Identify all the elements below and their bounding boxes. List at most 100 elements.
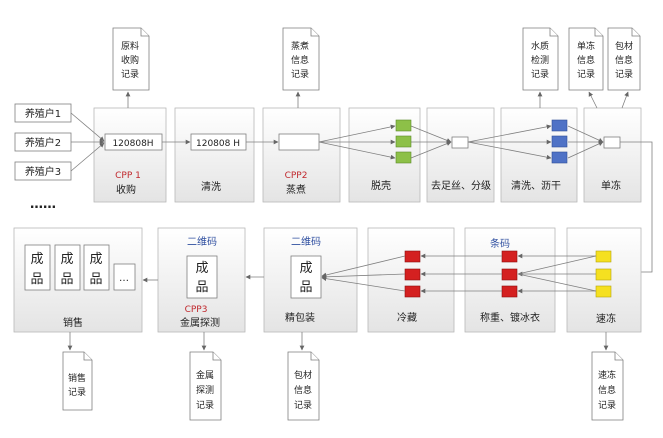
product-char: 成 (299, 261, 312, 276)
record-sales: 销售 记录 (62, 332, 93, 411)
product-char: 品 (60, 272, 73, 287)
product-char: 品 (89, 272, 102, 287)
stage-fine-pack: 二维码 成 品 精包装 (263, 227, 358, 333)
farmer-label: 养殖户2 (25, 136, 61, 149)
top-flow-arrows (162, 124, 653, 275)
batch-code: 120808 H (196, 139, 240, 149)
shelling-batch-mark (395, 151, 412, 164)
record-line: 记录 (615, 69, 633, 80)
stage-steaming: CPP2 蒸煮 (262, 107, 341, 203)
product-char: 成 (195, 261, 208, 276)
record-line: 速冻 (598, 369, 616, 381)
shelling-batch-mark (395, 135, 412, 148)
record-line: 记录 (531, 69, 549, 80)
product-char: 成 (30, 252, 43, 267)
record-line: 记录 (121, 69, 139, 80)
stage-label: 称重、镀冰衣 (480, 311, 540, 324)
red-markers-weigh (501, 250, 518, 298)
record-line: 包材 (615, 40, 633, 52)
record-water: 水质 检测 记录 (522, 27, 559, 108)
stage-label: 单冻 (601, 179, 621, 192)
stage-washing: 120808 H 清洗 (174, 107, 255, 203)
product-char: 品 (299, 280, 312, 295)
product-char: 成 (89, 252, 102, 267)
stage-label: 冷藏 (397, 311, 417, 324)
record-line: 检测 (531, 54, 549, 66)
blue-markers (551, 119, 568, 164)
farmer-arrows (70, 112, 105, 172)
more-farmers: …… (30, 197, 56, 212)
record-line: 记录 (196, 400, 214, 411)
freeze-batch-mark (595, 285, 612, 298)
stage-metal-detect: 二维码 成 品 CPP3 金属探测 (157, 227, 246, 333)
stage-receiving: 120808H CPP 1 收购 (93, 107, 167, 203)
cpp-label: CPP 1 (115, 171, 141, 181)
record-line: 包材 (294, 369, 312, 381)
record-line: 金属 (196, 369, 214, 381)
drain-batch-mark (551, 135, 568, 148)
stage-label: 金属探测 (180, 316, 220, 329)
more-products-box (113, 263, 136, 291)
batch-code-box (278, 133, 320, 151)
record-metal: 金属 探测 记录 (189, 332, 222, 421)
green-markers (395, 119, 412, 164)
stage-label: 清洗 (201, 180, 221, 193)
product-char: 品 (30, 272, 43, 287)
record-steam: 蒸煮 信息 记录 (282, 27, 320, 108)
stage-label: 销售 (63, 316, 83, 329)
record-line: 记录 (291, 69, 309, 80)
record-line: 信息 (615, 54, 633, 66)
stage-label: 精包装 (285, 311, 315, 324)
drain-batch-mark (551, 119, 568, 132)
stage-label: 脱壳 (371, 179, 391, 192)
record-line: 原料 (121, 40, 139, 52)
record-single-freeze: 单冻 信息 记录 (568, 27, 604, 109)
stage-sales: 成 品 成 品 成 品 … 销售 (13, 227, 143, 333)
farmer-list: 养殖户1 养殖户2 养殖户3 …… (14, 103, 72, 212)
stage-label: 蒸煮 (286, 184, 306, 196)
farmer-label: 养殖户1 (25, 107, 61, 120)
record-purchase: 原料 收购 记录 (112, 27, 150, 108)
product-char: 品 (195, 280, 208, 295)
record-line: 信息 (294, 384, 312, 396)
cold-batch-mark (404, 285, 421, 298)
batch-code-box (603, 136, 621, 149)
farmer-label: 养殖户3 (25, 165, 61, 178)
product-box (290, 255, 322, 299)
yellow-markers (595, 250, 612, 298)
product-box (24, 244, 51, 291)
qr-code-label: 二维码 (187, 235, 217, 248)
record-line: 信息 (577, 54, 595, 66)
record-line: 记录 (598, 400, 616, 411)
cold-batch-mark (404, 250, 421, 263)
weigh-batch-mark (501, 285, 518, 298)
record-packaging-top: 包材 信息 记录 (607, 27, 641, 109)
batch-code: 120808H (112, 139, 153, 149)
record-line: 记录 (68, 387, 86, 398)
record-line: 收购 (121, 54, 139, 66)
product-char: 成 (60, 252, 73, 267)
freeze-batch-mark (595, 250, 612, 263)
stage-label: 速冻 (596, 312, 616, 325)
qr-code-label: 二维码 (291, 235, 321, 248)
cpp-label: CPP2 (285, 171, 308, 181)
record-line: 记录 (577, 69, 595, 80)
batch-code-box (451, 136, 469, 149)
bottom-flow-arrows (142, 253, 597, 294)
cpp-label: CPP3 (185, 305, 208, 315)
stage-label: 清洗、沥干 (511, 179, 561, 192)
record-quick-freeze: 速冻 信息 记录 (591, 332, 624, 421)
record-line: 信息 (598, 384, 616, 396)
cold-batch-mark (404, 268, 421, 281)
stage-grading: 去足丝、分级 (426, 107, 495, 203)
record-line: 单冻 (577, 40, 595, 52)
weigh-batch-mark (501, 268, 518, 281)
record-line: 水质 (531, 40, 549, 52)
product-box (54, 244, 81, 291)
record-line: 探测 (196, 384, 214, 396)
more-products: … (119, 273, 129, 284)
freeze-batch-mark (595, 268, 612, 281)
stage-single-freeze: 单冻 (583, 107, 642, 203)
record-line: 记录 (294, 400, 312, 411)
